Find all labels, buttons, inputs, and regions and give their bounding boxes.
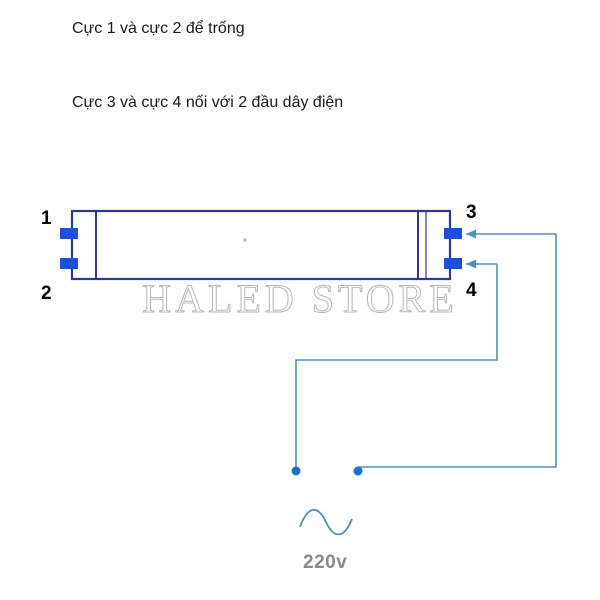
supply-node-right: [353, 466, 363, 476]
pin-terminal-4: [444, 258, 462, 269]
instruction-line-1: Cực 1 và cực 2 để trống: [72, 20, 245, 37]
terminal-label-2: 2: [41, 283, 52, 304]
ac-waveform-icon: [299, 508, 353, 536]
wire-terminal-4: [295, 259, 498, 467]
pin-terminal-3: [444, 228, 462, 239]
tube-body: [70, 209, 452, 281]
supply-terminals: [291, 466, 363, 476]
terminal-label-3: 3: [466, 202, 477, 223]
wire-4-path: [295, 264, 498, 467]
ac-sine-path: [299, 508, 353, 536]
wire-3-arrowhead: [466, 229, 476, 239]
wire-terminal-3: [358, 229, 557, 468]
instruction-line-2: Cực 3 và cực 4 nối với 2 đầu dây điện: [72, 94, 344, 111]
fluorescent-tube: [70, 209, 452, 281]
pin-terminal-1: [60, 228, 78, 239]
terminal-label-4: 4: [466, 280, 477, 301]
pin-terminal-2: [60, 258, 78, 269]
tube-right-pins: [444, 228, 462, 269]
supply-node-left: [291, 466, 301, 476]
terminal-label-1: 1: [41, 208, 52, 229]
tube-left-pins: [60, 228, 78, 269]
supply-voltage-label: 220v: [303, 552, 348, 573]
wire-3-path: [358, 234, 557, 468]
tube-center-dot: [243, 238, 247, 242]
wire-4-arrowhead: [466, 259, 476, 269]
